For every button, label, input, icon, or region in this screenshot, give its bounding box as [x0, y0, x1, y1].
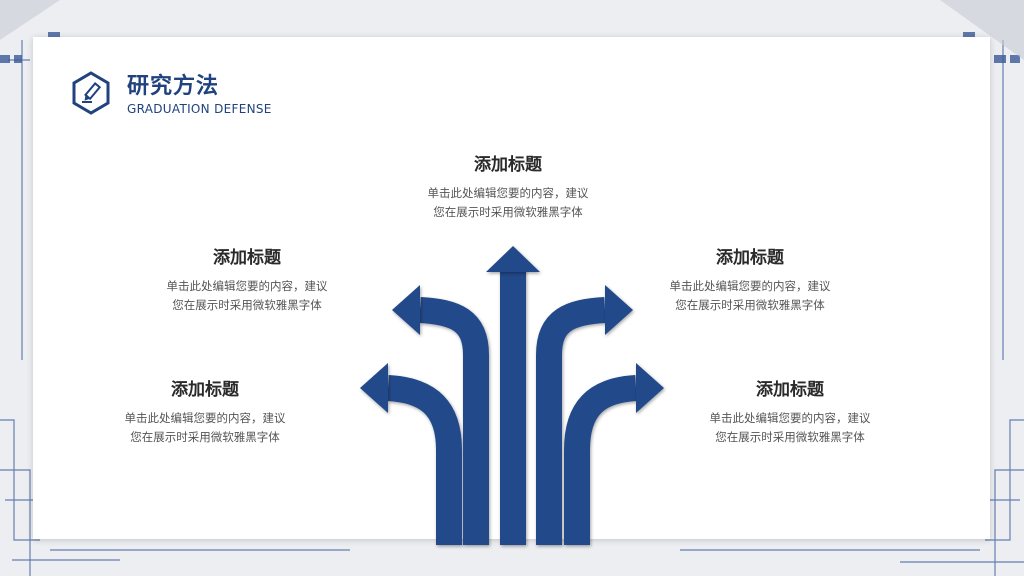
block-body-line: 单击此处编辑您要的内容，建议	[166, 279, 328, 293]
block-body-line: 您在展示时采用微软雅黑字体	[715, 430, 865, 444]
page-title: 研究方法	[127, 74, 220, 99]
text-block-right-upper: 添加标题 单击此处编辑您要的内容，建议 您在展示时采用微软雅黑字体	[630, 246, 870, 315]
block-heading: 添加标题	[171, 380, 239, 400]
text-block-top: 添加标题 单击此处编辑您要的内容，建议 您在展示时采用微软雅黑字体	[388, 153, 628, 222]
block-body: 单击此处编辑您要的内容，建议 您在展示时采用微软雅黑字体	[670, 409, 910, 447]
text-block-left-upper: 添加标题 单击此处编辑您要的内容，建议 您在展示时采用微软雅黑字体	[127, 246, 367, 315]
text-block-left-lower: 添加标题 单击此处编辑您要的内容，建议 您在展示时采用微软雅黑字体	[85, 378, 325, 447]
block-body-line: 单击此处编辑您要的内容，建议	[124, 411, 286, 425]
block-body-line: 您在展示时采用微软雅黑字体	[675, 298, 825, 312]
pencil-hexagon-icon	[72, 71, 110, 115]
block-heading: 添加标题	[213, 248, 281, 268]
block-body-line: 您在展示时采用微软雅黑字体	[130, 430, 280, 444]
block-body-line: 单击此处编辑您要的内容，建议	[427, 186, 589, 200]
block-body: 单击此处编辑您要的内容，建议 您在展示时采用微软雅黑字体	[630, 277, 870, 315]
block-body-line: 您在展示时采用微软雅黑字体	[433, 205, 583, 219]
block-body-line: 单击此处编辑您要的内容，建议	[709, 411, 871, 425]
page-subtitle: GRADUATION DEFENSE	[127, 102, 272, 116]
block-body: 单击此处编辑您要的内容，建议 您在展示时采用微软雅黑字体	[388, 184, 628, 222]
block-body: 单击此处编辑您要的内容，建议 您在展示时采用微软雅黑字体	[85, 409, 325, 447]
block-heading: 添加标题	[716, 248, 784, 268]
block-heading: 添加标题	[756, 380, 824, 400]
block-body-line: 单击此处编辑您要的内容，建议	[669, 279, 831, 293]
block-body: 单击此处编辑您要的内容，建议 您在展示时采用微软雅黑字体	[127, 277, 367, 315]
block-heading: 添加标题	[474, 155, 542, 175]
block-body-line: 您在展示时采用微软雅黑字体	[172, 298, 322, 312]
text-block-right-lower: 添加标题 单击此处编辑您要的内容，建议 您在展示时采用微软雅黑字体	[670, 378, 910, 447]
